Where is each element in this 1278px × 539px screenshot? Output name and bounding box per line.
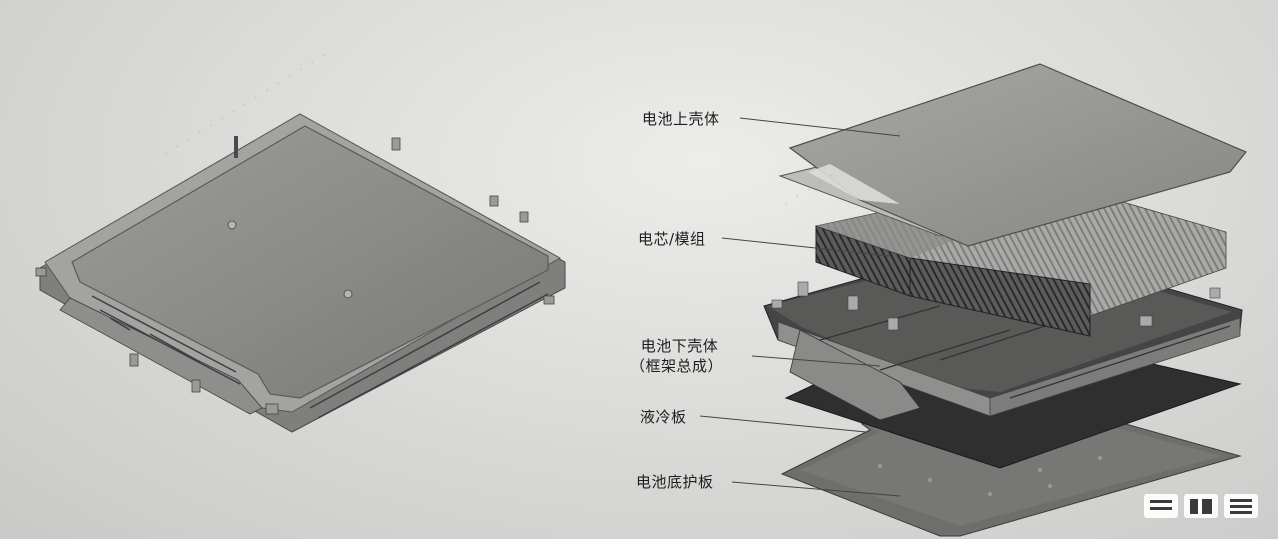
connector-post [234,136,238,158]
label-cell-module: 电芯/模组 [638,230,706,248]
mounting-tabs [35,137,555,415]
assembled-channel-lines [91,281,549,419]
assembled-battery-pack [35,113,566,433]
frame-brackets [771,281,1221,331]
label-upper-case: 电池上壳体 [642,110,720,128]
toutiao-logo [1144,494,1258,518]
label-lower-case: 电池下壳体 （框架总成） [630,336,723,376]
lid-bolt [227,220,237,230]
label-bottom-guard: 电池底护板 [636,473,714,491]
label-cooling-plate: 液冷板 [640,408,687,426]
assembled-front-channels [59,297,263,415]
leader-lines [699,117,901,497]
label-lower-case-line1: 电池下壳体 [640,337,719,355]
guard-holes [878,456,1102,496]
upper-shell [778,63,1247,247]
assembled-lid [71,125,549,399]
label-lower-case-line2: （框架总成） [630,357,724,375]
lid-bolt [343,289,353,299]
